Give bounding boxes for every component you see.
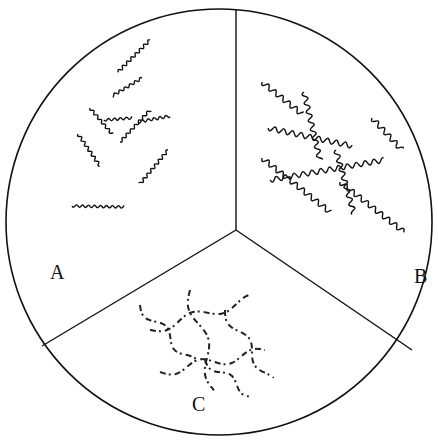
filament <box>140 305 198 362</box>
spirochete <box>371 118 403 149</box>
spirochete <box>262 158 332 212</box>
field-circle <box>6 9 432 435</box>
spirochetes <box>72 40 404 397</box>
spirochete <box>90 108 114 133</box>
sector-label: C <box>192 394 205 414</box>
divider-line <box>236 230 412 350</box>
divider-line <box>235 9 236 230</box>
spirochete <box>262 82 304 114</box>
filament <box>205 360 249 396</box>
spirochete <box>334 150 355 215</box>
spirochete <box>139 150 168 183</box>
spirochete <box>118 40 150 73</box>
sector-dividers <box>42 9 412 350</box>
spirochete <box>120 111 151 142</box>
filament <box>225 310 274 378</box>
sector-label: A <box>50 262 64 282</box>
spirochete <box>138 115 170 123</box>
spirochete <box>104 116 132 121</box>
spirochete <box>113 78 142 98</box>
spirochete <box>78 134 100 166</box>
filament <box>160 349 265 375</box>
filament <box>188 290 214 390</box>
spirochete <box>268 127 352 148</box>
sector-label: B <box>414 266 427 286</box>
divider-line <box>42 230 236 346</box>
spirochete <box>72 205 124 208</box>
spirochete <box>270 158 384 182</box>
spirochete <box>302 92 323 159</box>
